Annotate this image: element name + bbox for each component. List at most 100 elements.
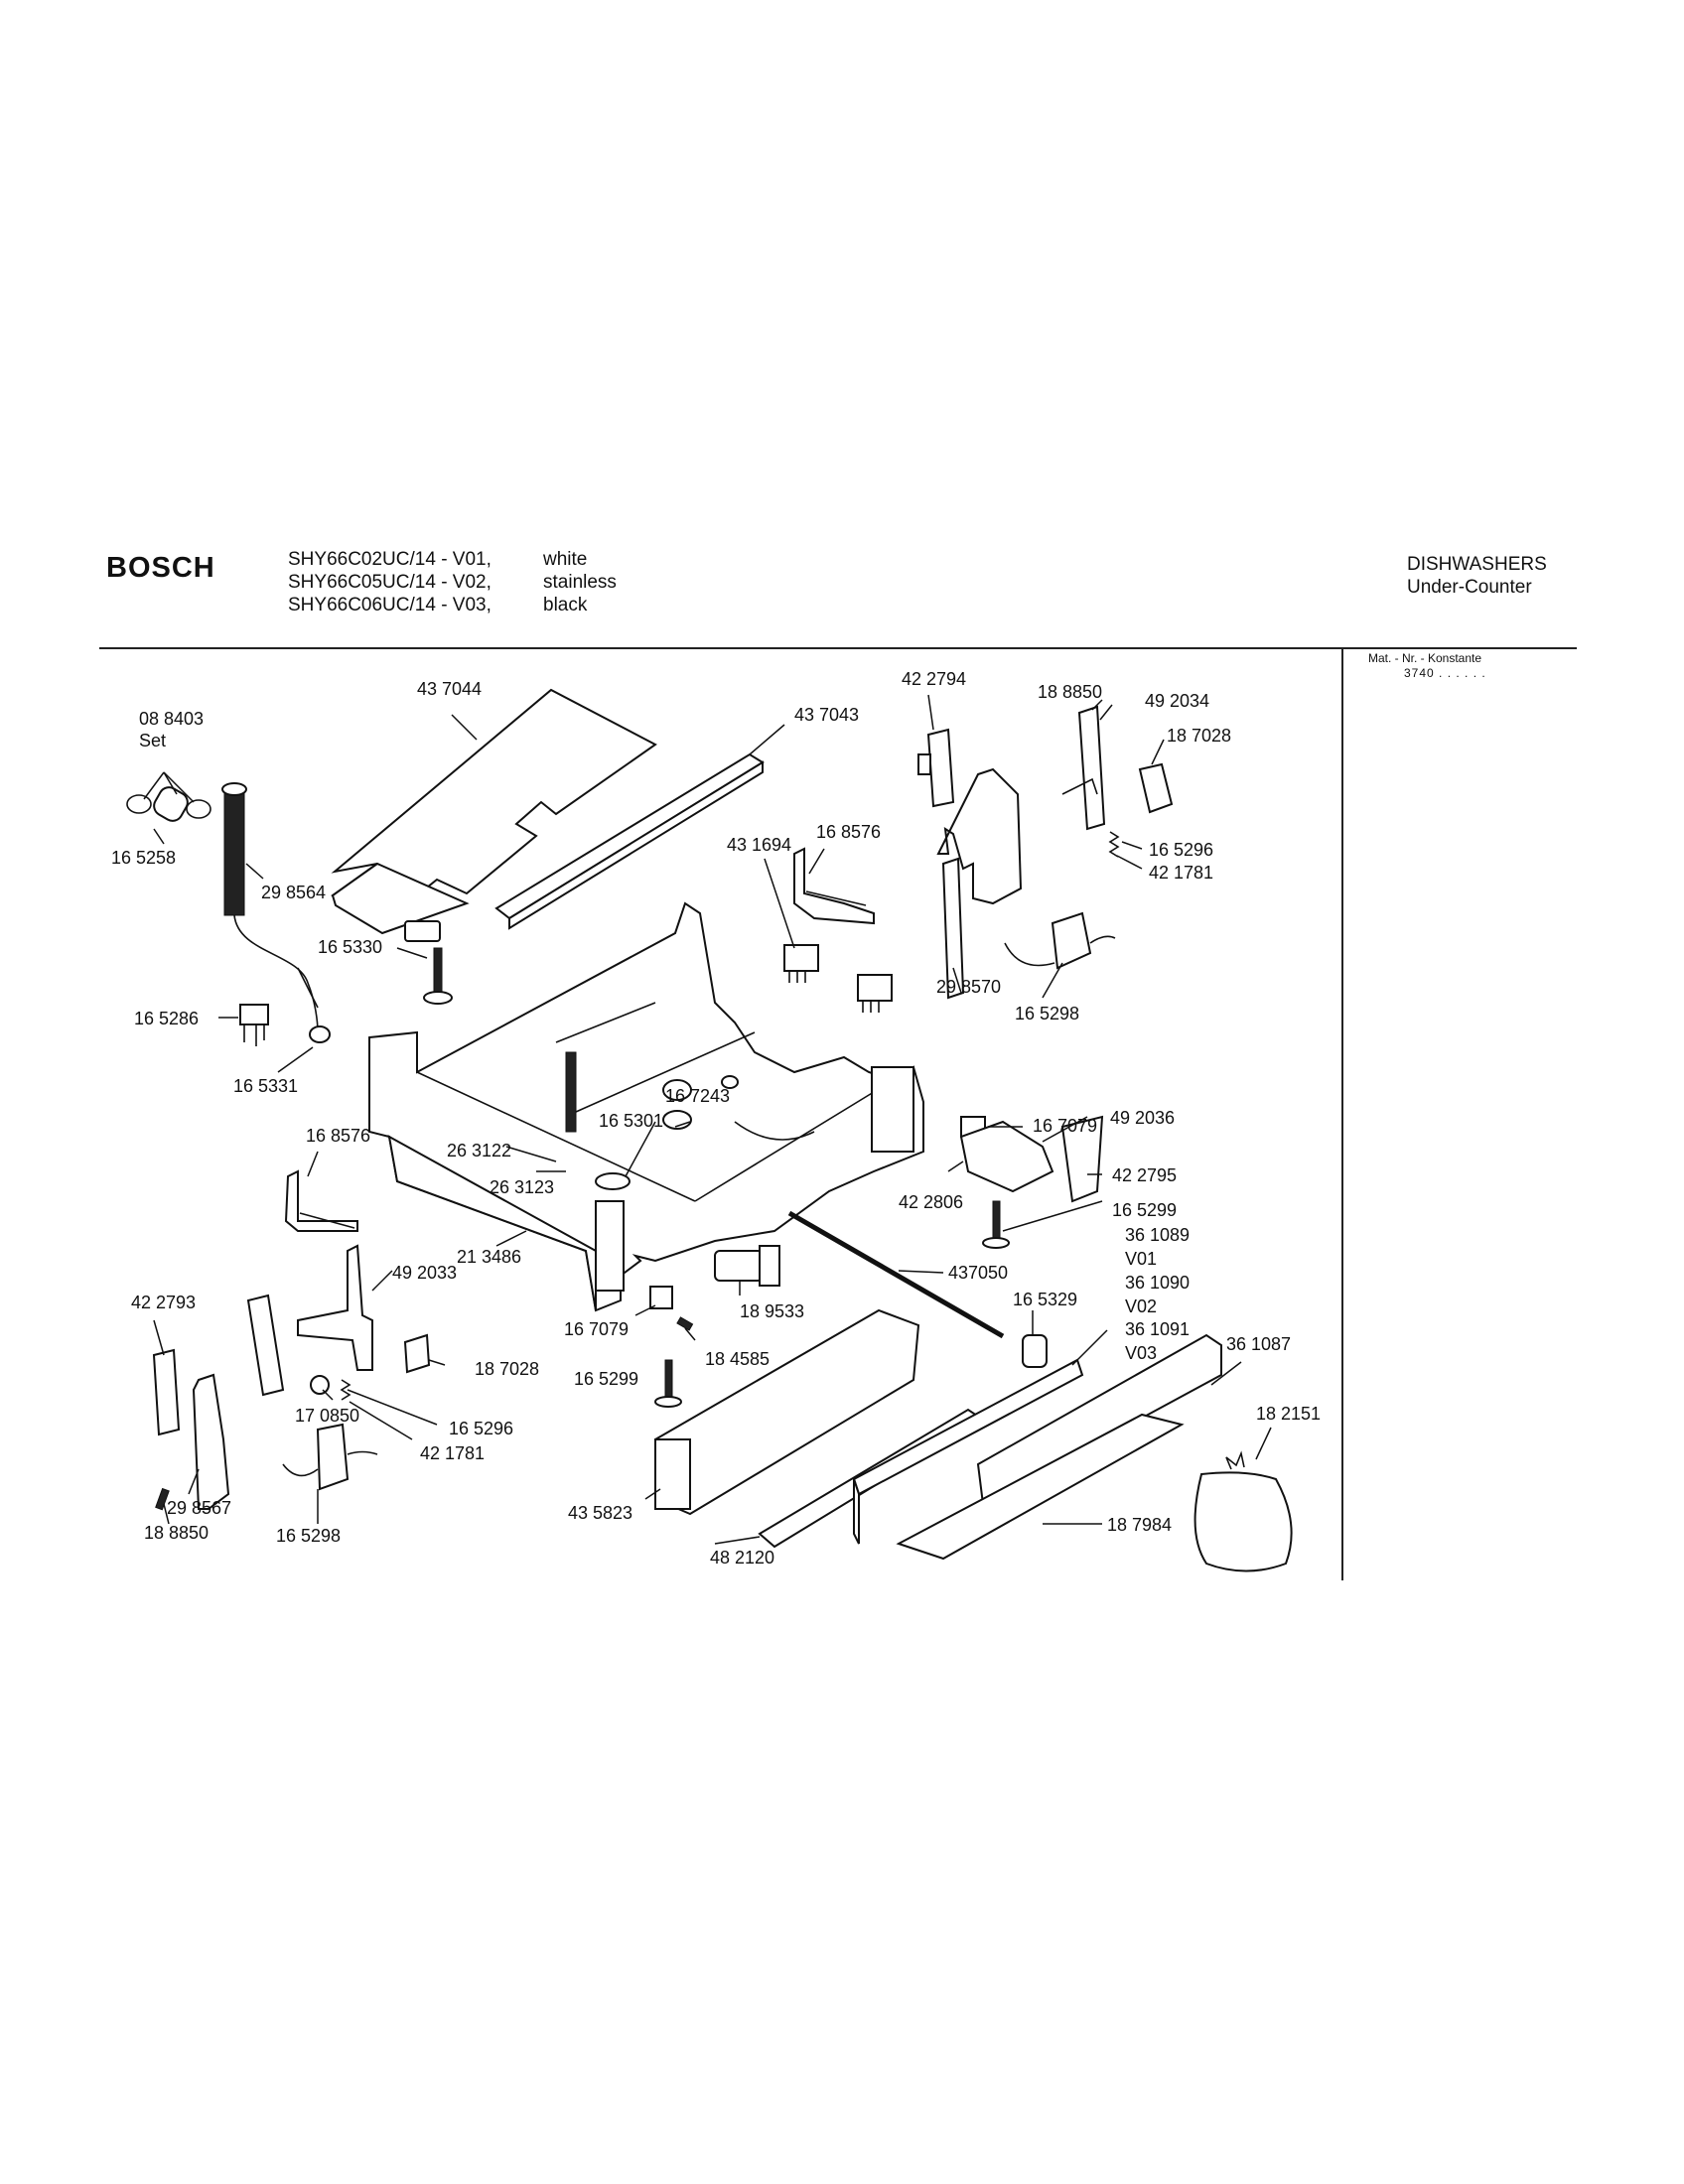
part-label: 16 5286 [134,1009,199,1028]
category-line: DISHWASHERS [1407,554,1547,575]
bracket-492034 [1061,705,1106,831]
part-label: 08 8403 [139,709,204,729]
part-label: 437050 [948,1263,1008,1283]
part-label: 16 8576 [816,822,881,842]
spring-170850 [310,1375,330,1395]
hardware-bag-182151 [1193,1450,1293,1572]
part-label: 36 1089 [1125,1225,1190,1245]
part-label: 26 3122 [447,1141,511,1160]
part-label: 16 8576 [306,1126,370,1146]
part-label: 42 2795 [1112,1165,1177,1185]
screw-165299-right [982,1200,1010,1249]
part-label: 21 3486 [457,1247,521,1267]
part-label: 16 5299 [1112,1200,1177,1220]
dispenser-housing-492036 [959,1120,1054,1193]
part-label: 16 5330 [318,937,382,957]
model-list: SHY66C02UC/14 - V01, white SHY66C05UC/14… [288,548,617,616]
bracket-492033 [297,1244,373,1371]
model-color: black [543,595,588,615]
part-label: 42 1781 [1149,863,1213,883]
bracket-422794 [917,728,955,808]
model-row: SHY66C05UC/14 - V02, stainless [288,571,617,594]
part-label: 18 8850 [1038,682,1102,702]
part-label: 18 2151 [1256,1404,1321,1424]
part-label: 16 5299 [574,1369,638,1389]
material-number-label: Mat. - Nr. - Konstante [1368,651,1482,665]
seal-strip-437043 [494,752,765,930]
part-label: 36 1091 [1125,1319,1190,1339]
brand-logo: BOSCH [106,552,215,584]
header-divider [99,647,1577,649]
part-label: 18 8850 [144,1523,209,1543]
part-label: Set [139,731,166,751]
part-label: 49 2034 [1145,691,1209,711]
screw-165299-lower [654,1359,682,1408]
part-label: 29 8567 [167,1498,231,1518]
trim-strip-36109x [852,1358,1084,1545]
heat-shield-168576-left [284,1169,358,1232]
part-label: 43 5823 [568,1503,632,1523]
switch-187028-left [403,1333,431,1374]
model-code: SHY66C06UC/14 - V03, [288,595,491,615]
sidebar-divider [1341,647,1343,1580]
clip-167079-lower [649,1286,673,1309]
model-code: SHY66C05UC/14 - V02, [288,572,491,593]
part-label: 43 7044 [417,679,482,699]
part-label: 49 2036 [1110,1108,1175,1128]
model-row: SHY66C06UC/14 - V03, black [288,594,617,616]
part-label: 18 7984 [1107,1515,1172,1535]
part-label: 18 9533 [740,1301,804,1321]
cover-422795 [1060,1115,1104,1203]
part-label: 16 5258 [111,848,176,868]
screw-184585 [676,1316,694,1331]
part-label: 36 1090 [1125,1273,1190,1293]
fill-hose-298564 [221,782,331,1043]
spring-165296-left [340,1379,351,1401]
part-label: 18 7028 [475,1359,539,1379]
part-label: 43 1694 [727,835,791,855]
part-label: 16 7079 [564,1319,629,1339]
part-label: 16 5329 [1013,1290,1077,1309]
bracket-422793 [152,1348,181,1436]
part-label: V02 [1125,1297,1157,1316]
part-labels: 43 7044 43 7043 08 8403 Set 16 5258 29 8… [111,669,1321,1568]
part-label: 43 7043 [794,705,859,725]
category-subline: Under-Counter [1407,577,1532,598]
switch-187028-top [1138,762,1174,814]
model-row: SHY66C02UC/14 - V01, white [288,548,617,571]
material-number-box: Mat. - Nr. - Konstante 3740 . . . . . . [1368,651,1486,681]
part-label: 26 3123 [490,1177,554,1197]
part-label: 16 5298 [1015,1004,1079,1024]
spring-165296-top [1108,831,1120,858]
part-label: 18 4585 [705,1349,770,1369]
strip-187984 [896,1413,1185,1561]
model-color: stainless [543,572,617,593]
part-label: V01 [1125,1249,1157,1269]
connector-blocks-431694 [783,944,893,1013]
part-label: 16 7079 [1033,1116,1097,1136]
bracket-298570 [936,767,1023,1000]
part-label: 16 5298 [276,1526,341,1546]
product-category: DISHWASHERS Under-Counter [1407,553,1547,599]
float-165329 [1022,1334,1048,1368]
leader-lines [143,694,1272,1545]
cover-plate-437044 [331,688,657,935]
part-label: 42 2806 [899,1192,963,1212]
part-label: 36 1087 [1226,1334,1291,1354]
rod-437050 [787,1210,1005,1339]
mounting-screw-165330 [404,920,453,1005]
part-label: 16 5301 [599,1111,663,1131]
heat-shield-168576-top [793,847,875,925]
hose-clip-set [126,786,211,822]
screw-188850-left [155,1487,170,1511]
part-label: 42 1781 [420,1443,485,1463]
material-number-value: 3740 . . . . . . [1404,666,1486,680]
part-label: 49 2033 [392,1263,457,1283]
part-label: 18 7028 [1167,726,1231,746]
part-label: 16 5296 [1149,840,1213,860]
part-label: 48 2120 [710,1548,774,1568]
part-label: 42 2794 [902,669,966,689]
part-label: 16 7243 [665,1086,730,1106]
part-label: V03 [1125,1343,1157,1363]
